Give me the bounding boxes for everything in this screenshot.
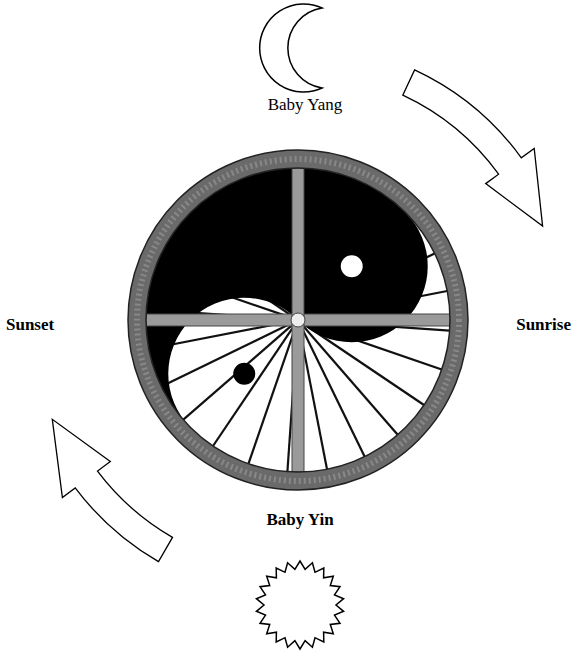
rim-edge (146, 168, 450, 472)
yin-region (83, 105, 459, 481)
direction-label: Sunrise (516, 315, 571, 335)
yang-dot (336, 251, 367, 282)
cycle-arrow (52, 419, 172, 561)
wheel-rim (137, 159, 459, 481)
spoke (249, 328, 296, 464)
spoke (213, 327, 294, 446)
wheel-hub (291, 313, 305, 327)
moon-symbol (260, 4, 322, 92)
yin-dot (229, 358, 260, 389)
rim-texture (137, 159, 459, 481)
cross-bar (292, 168, 304, 472)
period-label: Baby Yang (268, 95, 343, 115)
period-label: Baby Yin (266, 510, 333, 530)
cross-bar (146, 314, 450, 326)
direction-label: Sunset (6, 315, 54, 335)
cycle-arrow (403, 70, 543, 226)
yin-yang-wheel (83, 105, 468, 490)
rim-edge (128, 150, 468, 490)
sun-symbol (256, 561, 343, 649)
